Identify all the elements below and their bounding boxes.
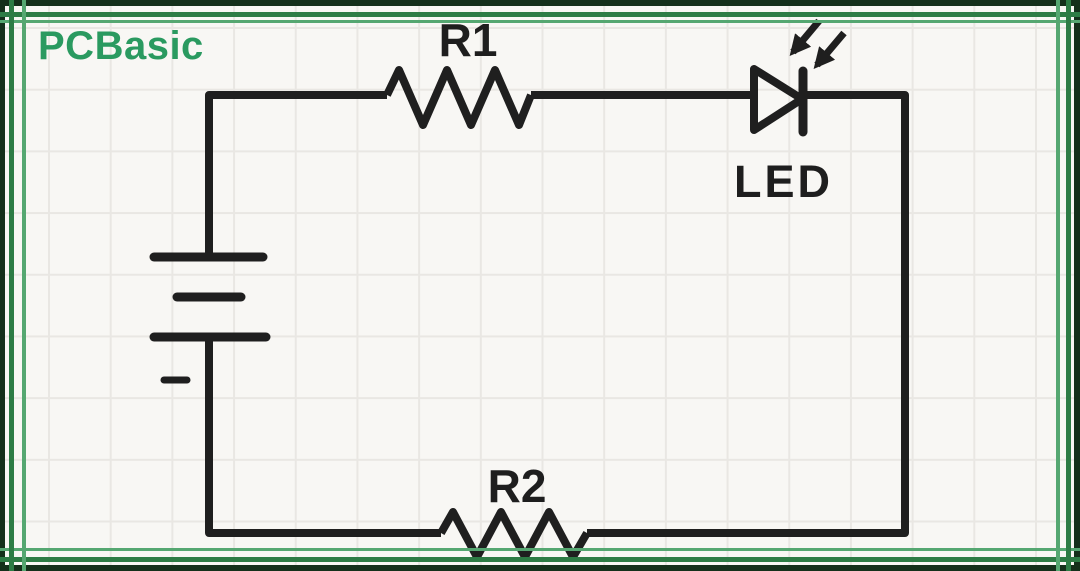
resistor-r2-symbol	[437, 508, 591, 561]
led-symbol	[750, 18, 847, 137]
wire-r2-to-battery	[205, 337, 441, 537]
resistor-r1-label: R1	[439, 14, 498, 66]
led-anode-triangle	[750, 65, 806, 134]
resistor-r2-label: R2	[488, 460, 547, 512]
led-light-arrow-1	[789, 18, 822, 57]
brand-logo: PCBasic	[38, 24, 204, 68]
wire-led-to-r2	[587, 91, 909, 537]
resistor-r1-symbol	[383, 66, 535, 129]
led-label: LED	[734, 156, 833, 207]
wire-battery-to-r1	[205, 91, 387, 257]
led-light-arrow-2	[813, 30, 847, 70]
battery-symbol	[149, 252, 271, 384]
